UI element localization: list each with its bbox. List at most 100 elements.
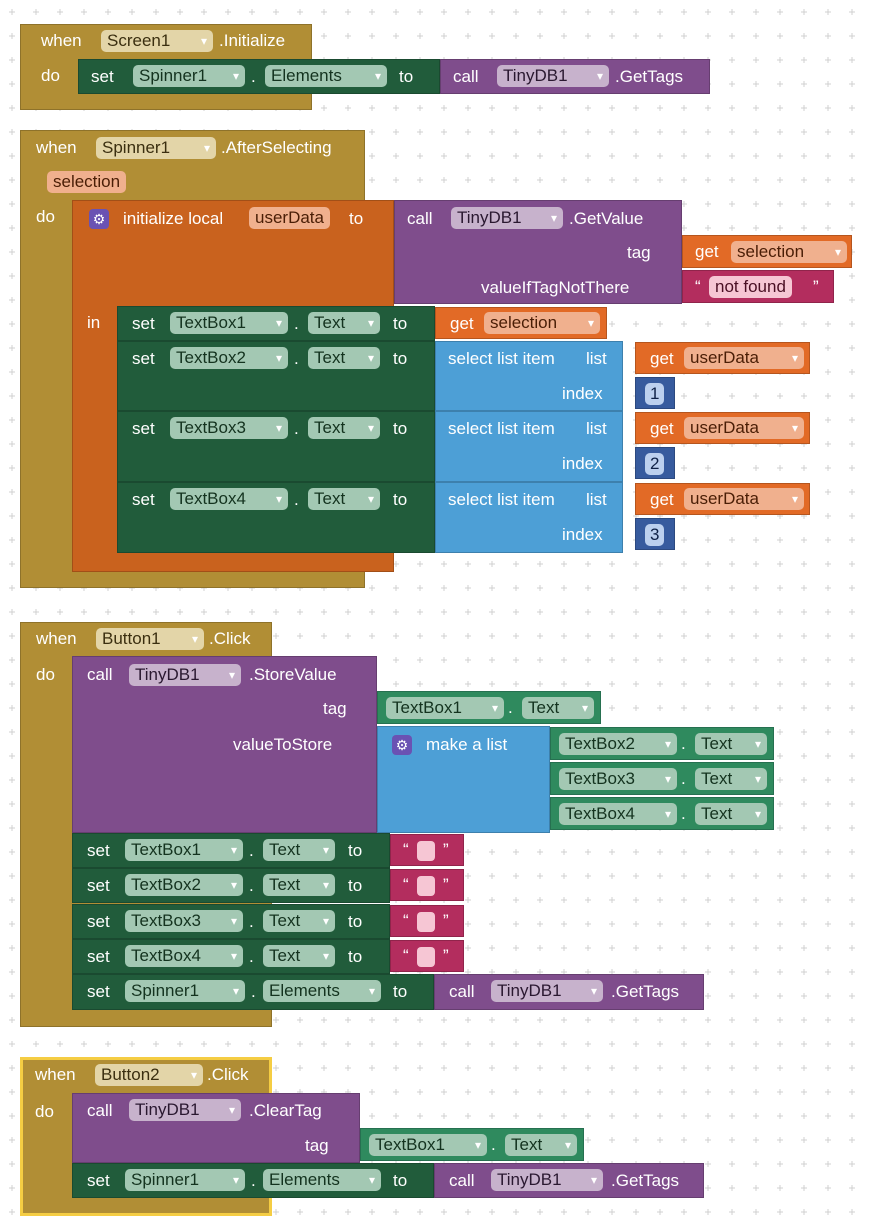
set-textbox3-text[interactable]: set TextBox3 . Text to (117, 411, 435, 482)
get-userdata-block[interactable]: get userData (635, 483, 810, 515)
text-dropdown[interactable]: Text (308, 347, 380, 369)
textbox1-text-getter[interactable]: TextBox1 . Text (377, 691, 601, 724)
selection-dropdown[interactable]: selection (731, 241, 847, 263)
set-textbox4-text-empty[interactable]: set TextBox4 . Text to (72, 939, 390, 974)
set-textbox2-text[interactable]: set TextBox2 . Text to (117, 341, 435, 411)
select-list-item-block[interactable]: select list item list index (435, 411, 623, 482)
get-selection-block[interactable]: get selection (682, 235, 852, 268)
textbox4-dropdown[interactable]: TextBox4 (125, 945, 243, 967)
not-found-string[interactable]: not found (709, 276, 792, 298)
number-block-2[interactable]: 2 (635, 447, 675, 479)
textbox3-dropdown[interactable]: TextBox3 (170, 417, 288, 439)
text-dropdown[interactable]: Text (263, 910, 335, 932)
textbox4-dropdown[interactable]: TextBox4 (170, 488, 288, 510)
empty-text-block[interactable]: “ ” (390, 905, 464, 937)
spinner1-dropdown[interactable]: Spinner1 (96, 137, 216, 159)
empty-text-block[interactable]: “ ” (390, 940, 464, 972)
empty-string-field[interactable] (417, 912, 435, 932)
text-dropdown[interactable]: Text (505, 1134, 577, 1156)
tinydb1-dropdown[interactable]: TinyDB1 (491, 1169, 603, 1191)
textbox3-dropdown[interactable]: TextBox3 (125, 910, 243, 932)
text-dropdown[interactable]: Text (308, 312, 380, 334)
call-tinydb1-getvalue[interactable]: call TinyDB1 .GetValue tag valueIfTagNot… (394, 200, 682, 304)
mutator-gear-icon[interactable]: ⚙ (89, 209, 109, 229)
set-keyword: set (132, 314, 155, 333)
selection-dropdown[interactable]: selection (484, 312, 600, 334)
set-textbox1-text-empty[interactable]: set TextBox1 . Text to (72, 833, 390, 868)
button1-dropdown[interactable]: Button1 (96, 628, 204, 650)
textbox1-text-getter[interactable]: TextBox1 . Text (360, 1128, 584, 1161)
get-userdata-block[interactable]: get userData (635, 342, 810, 374)
selection-param[interactable]: selection (47, 171, 127, 193)
call-tinydb1-gettags[interactable]: call TinyDB1 .GetTags (434, 974, 704, 1010)
set-textbox1-text[interactable]: set TextBox1 . Text to (117, 306, 435, 341)
text-dropdown[interactable]: Text (263, 945, 335, 967)
text-dropdown[interactable]: Text (263, 874, 335, 896)
empty-string-field[interactable] (417, 841, 435, 861)
text-dropdown[interactable]: Text (263, 839, 335, 861)
textbox4-dropdown[interactable]: TextBox4 (559, 803, 677, 825)
textbox4-text-getter[interactable]: TextBox4 . Text (550, 797, 774, 830)
number-value[interactable]: 3 (645, 524, 665, 546)
text-dropdown[interactable]: Text (695, 803, 767, 825)
set-spinner1-elements[interactable]: set Spinner1 . Elements to (72, 1163, 434, 1198)
tinydb1-dropdown[interactable]: TinyDB1 (497, 65, 609, 87)
userdata-variable[interactable]: userData (249, 207, 330, 229)
call-tinydb1-gettags[interactable]: call TinyDB1 .GetTags (434, 1163, 704, 1198)
empty-string-field[interactable] (417, 947, 435, 967)
text-dropdown[interactable]: Text (695, 733, 767, 755)
text-dropdown[interactable]: Text (308, 488, 380, 510)
set-spinner1-elements[interactable]: set Spinner1 . Elements to (78, 59, 440, 94)
make-a-list-block[interactable]: ⚙ make a list (377, 726, 550, 833)
empty-text-block[interactable]: “ ” (390, 834, 464, 866)
call-tinydb1-storevalue[interactable]: call TinyDB1 .StoreValue tag valueToStor… (72, 656, 377, 833)
text-dropdown[interactable]: Text (308, 417, 380, 439)
number-block-3[interactable]: 3 (635, 518, 675, 550)
select-list-item-block[interactable]: select list item list index (435, 482, 623, 553)
get-userdata-block[interactable]: get userData (635, 412, 810, 444)
textbox2-text-getter[interactable]: TextBox2 . Text (550, 727, 774, 760)
set-textbox2-text-empty[interactable]: set TextBox2 . Text to (72, 868, 390, 903)
empty-string-field[interactable] (417, 876, 435, 896)
tinydb1-dropdown[interactable]: TinyDB1 (451, 207, 563, 229)
text-not-found[interactable]: “ not found ” (682, 270, 834, 303)
open-quote: “ (403, 911, 409, 930)
empty-text-block[interactable]: “ ” (390, 869, 464, 901)
set-textbox3-text-empty[interactable]: set TextBox3 . Text to (72, 904, 390, 939)
textbox2-dropdown[interactable]: TextBox2 (170, 347, 288, 369)
textbox1-dropdown[interactable]: TextBox1 (386, 697, 504, 719)
get-selection-block[interactable]: get selection (435, 307, 607, 339)
set-textbox4-text[interactable]: set TextBox4 . Text to (117, 482, 435, 553)
elements-dropdown[interactable]: Elements (265, 65, 387, 87)
elements-dropdown[interactable]: Elements (263, 980, 381, 1002)
textbox2-dropdown[interactable]: TextBox2 (125, 874, 243, 896)
spinner1-dropdown[interactable]: Spinner1 (125, 1169, 245, 1191)
userdata-dropdown[interactable]: userData (684, 488, 804, 510)
select-list-item-block[interactable]: select list item list index (435, 341, 623, 411)
userdata-dropdown[interactable]: userData (684, 417, 804, 439)
screen1-dropdown[interactable]: Screen1 (101, 30, 213, 52)
number-value[interactable]: 1 (645, 383, 665, 405)
textbox3-dropdown[interactable]: TextBox3 (559, 768, 677, 790)
textbox2-dropdown[interactable]: TextBox2 (559, 733, 677, 755)
textbox1-dropdown[interactable]: TextBox1 (170, 312, 288, 334)
call-tinydb1-cleartag[interactable]: call TinyDB1 .ClearTag tag (72, 1093, 360, 1163)
number-value[interactable]: 2 (645, 453, 665, 475)
tinydb1-dropdown[interactable]: TinyDB1 (129, 1099, 241, 1121)
textbox1-dropdown[interactable]: TextBox1 (125, 839, 243, 861)
text-dropdown[interactable]: Text (522, 697, 594, 719)
userdata-dropdown[interactable]: userData (684, 347, 804, 369)
tinydb1-dropdown[interactable]: TinyDB1 (129, 664, 241, 686)
button2-dropdown[interactable]: Button2 (95, 1064, 203, 1086)
tinydb1-dropdown[interactable]: TinyDB1 (491, 980, 603, 1002)
call-tinydb1-gettags[interactable]: call TinyDB1 .GetTags (440, 59, 710, 94)
set-spinner1-elements[interactable]: set Spinner1 . Elements to (72, 974, 434, 1010)
number-block-1[interactable]: 1 (635, 377, 675, 409)
text-dropdown[interactable]: Text (695, 768, 767, 790)
textbox3-text-getter[interactable]: TextBox3 . Text (550, 762, 774, 795)
mutator-gear-icon[interactable]: ⚙ (392, 735, 412, 755)
elements-dropdown[interactable]: Elements (263, 1169, 381, 1191)
spinner1-dropdown[interactable]: Spinner1 (125, 980, 245, 1002)
textbox1-dropdown[interactable]: TextBox1 (369, 1134, 487, 1156)
spinner1-dropdown[interactable]: Spinner1 (133, 65, 245, 87)
